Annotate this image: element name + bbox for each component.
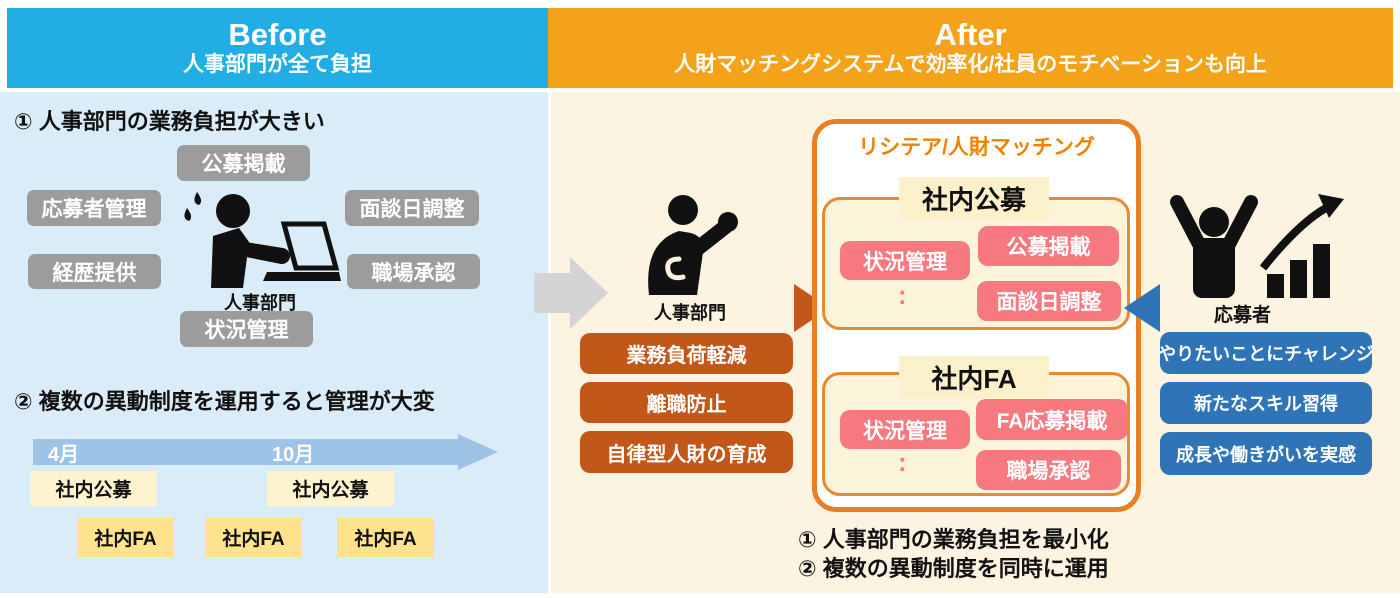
applicant-cheering-icon xyxy=(1170,194,1344,298)
before-subtitle: 人事部門が全て負担 xyxy=(183,52,372,76)
after-hr-person-label: 人事部門 xyxy=(654,303,726,323)
after-title: After xyxy=(934,16,1007,52)
timeline-fa-3: 社内FA xyxy=(337,518,434,557)
fa-status-pill: 状況管理 xyxy=(840,410,970,449)
task-joukyou-kanri: 状況管理 xyxy=(180,311,313,347)
section-koubo-header: 社内公募 xyxy=(899,177,1049,219)
hr-benefit-autonomy: 自律型人財の育成 xyxy=(580,431,793,473)
koubo-status-pill: 状況管理 xyxy=(840,241,970,280)
applicant-to-system-arrow-icon xyxy=(1124,284,1160,332)
koubo-interview-pill: 面談日調整 xyxy=(977,281,1121,321)
fa-posting-pill: FA応募掲載 xyxy=(976,399,1128,440)
after-note-2: ② 複数の異動制度を同時に運用 xyxy=(798,556,1109,581)
task-koubo-keisai: 公募掲載 xyxy=(177,145,310,181)
applicant-benefit-skill: 新たなスキル習得 xyxy=(1160,382,1372,424)
before-to-after-arrow-icon xyxy=(534,257,608,329)
section-fa-header: 社内FA xyxy=(899,356,1049,398)
before-person-label: 人事部門 xyxy=(224,293,296,313)
timeline-month-october: 10月 xyxy=(272,444,315,466)
applicant-benefit-challenge: やりたいことにチャレンジ xyxy=(1158,332,1374,374)
koubo-ellipsis: : xyxy=(898,280,907,310)
task-mendanbi-chousei: 面談日調整 xyxy=(345,190,479,226)
applicant-benefit-growth: 成長や働きがいを実感 xyxy=(1160,432,1372,475)
before-header: Before 人事部門が全て負担 xyxy=(7,8,548,88)
after-note-1: ① 人事部門の業務負担を最小化 xyxy=(798,527,1109,552)
sweat-drop-icon xyxy=(184,208,192,221)
koubo-posting-pill: 公募掲載 xyxy=(978,226,1119,266)
after-subtitle: 人財マッチングシステムで効率化/社員のモチベーションも向上 xyxy=(674,52,1267,76)
hr-benefit-workload: 業務負荷軽減 xyxy=(580,333,793,374)
hr-person-confident-icon xyxy=(648,195,738,295)
timeline-month-april: 4月 xyxy=(48,444,80,466)
timeline-arrow xyxy=(33,434,498,470)
after-header: After 人財マッチングシステムで効率化/社員のモチベーションも向上 xyxy=(548,8,1393,88)
task-keireki-teikyou: 経歴提供 xyxy=(28,254,161,289)
applicant-label: 応募者 xyxy=(1213,305,1271,326)
before-point2: ② 複数の異動制度を運用すると管理が大変 xyxy=(14,389,435,414)
hr-person-typing-icon xyxy=(184,192,341,288)
before-point1: ① 人事部門の業務負担が大きい xyxy=(14,109,325,134)
growth-bar-icon xyxy=(1290,260,1307,298)
timeline-koubo-1: 社内公募 xyxy=(30,471,157,506)
fa-approval-pill: 職場承認 xyxy=(976,450,1121,490)
before-title: Before xyxy=(228,16,327,52)
task-oubosha-kanri: 応募者管理 xyxy=(27,190,161,226)
sweat-drop-icon xyxy=(194,192,202,205)
timeline-koubo-2: 社内公募 xyxy=(267,471,394,506)
fa-ellipsis: : xyxy=(898,447,907,477)
growth-bar-icon xyxy=(1267,274,1284,298)
growth-bar-icon xyxy=(1313,244,1330,298)
timeline-fa-1: 社内FA xyxy=(77,518,174,557)
system-card-title: リシテア/人財マッチング xyxy=(858,136,1095,159)
timeline-fa-2: 社内FA xyxy=(205,518,302,557)
growth-arrow-icon xyxy=(1259,204,1329,271)
task-shokuba-shounin: 職場承認 xyxy=(347,254,480,289)
hr-benefit-retention: 離職防止 xyxy=(580,382,793,423)
